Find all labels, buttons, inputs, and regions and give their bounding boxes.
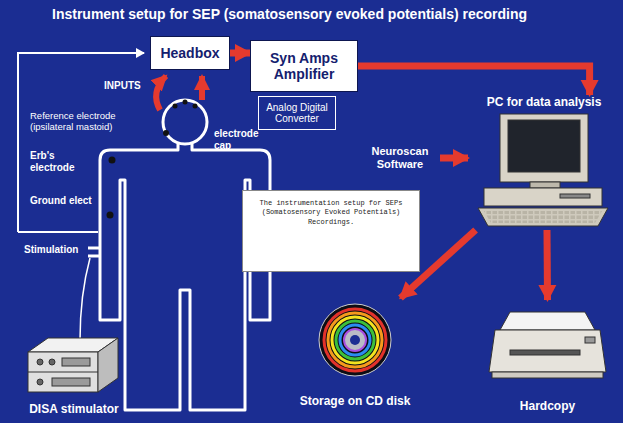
node-text: The instrumentation setup for SEPs (Soma… — [250, 199, 412, 227]
node-text: Headbox — [160, 45, 219, 61]
stimulation-electrodes — [88, 248, 100, 256]
electrode-label: electrode cap — [214, 128, 262, 152]
storage-node: Storage on CD disk — [290, 298, 420, 410]
node-text: Syn Amps Amplifier — [257, 50, 351, 82]
flow-arrow — [230, 50, 250, 57]
computer-node: PC for data analysis — [468, 95, 620, 230]
flow-arrow — [358, 66, 590, 95]
node-text: Storage on CD disk — [300, 394, 411, 408]
inputs-label: INPUTS — [104, 80, 141, 92]
cd-disk-icon — [319, 304, 391, 376]
stimulator-node: DISA stimulator — [18, 332, 130, 418]
electrode-label: Reference electrode (ipsilateral mastoid… — [30, 110, 148, 133]
node-text: DISA stimulator — [29, 402, 119, 416]
electrode-label: Erb's electrode — [30, 150, 92, 174]
node-text: PC for data analysis — [487, 95, 602, 109]
electrodes — [107, 100, 198, 219]
electrode-label: Ground elect — [30, 195, 92, 207]
node-text: Hardcopy — [520, 399, 575, 413]
node-text: Analog Digital Converter — [263, 102, 331, 125]
process-box: Headbox — [150, 36, 230, 70]
stimulation-label: Stimulation — [24, 244, 78, 256]
input-arrow — [199, 76, 205, 100]
printer-icon — [489, 312, 606, 378]
flow-arrow — [544, 230, 552, 300]
software-label: Neuroscan Software — [360, 138, 440, 178]
computer-icon — [478, 114, 608, 226]
printer-node: Hardcopy — [480, 300, 615, 415]
diagram-title: Instrument setup for SEP (somatosensory … — [52, 6, 527, 22]
stimulator-icon — [28, 338, 118, 392]
note-box: The instrumentation setup for SEPs (Soma… — [242, 190, 420, 272]
amplifier-box: Syn Amps Amplifier — [250, 40, 358, 92]
node-text: Neuroscan Software — [360, 145, 440, 171]
converter-box: Analog Digital Converter — [258, 96, 336, 130]
flow-arrow — [440, 155, 468, 162]
stimulator-wire — [80, 258, 90, 340]
input-arrow — [156, 76, 166, 110]
electrode-wire — [18, 53, 144, 232]
ground-wire — [18, 231, 98, 233]
